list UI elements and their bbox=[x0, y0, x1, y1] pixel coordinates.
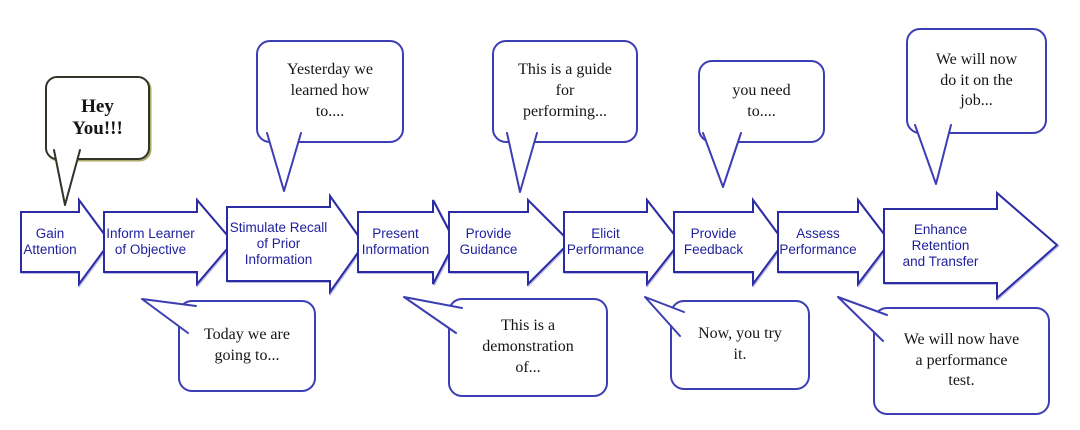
speech-bubble-demonstration: This is a demonstration of... bbox=[448, 298, 608, 397]
speech-bubble-on-the-job: We will now do it on the job... bbox=[906, 28, 1047, 134]
step-assess-performance: Assess Performance bbox=[779, 226, 857, 257]
step-provide-feedback: Provide Feedback bbox=[683, 226, 744, 257]
step-inform-learner: Inform Learner of Objective bbox=[106, 226, 195, 257]
step-provide-guidance: Provide Guidance bbox=[459, 226, 518, 257]
step-stimulate-recall: Stimulate Recall of Prior Information bbox=[229, 220, 328, 267]
speech-bubble-today: Today we are going to... bbox=[178, 300, 316, 392]
step-enhance-retention: Enhance Retention and Transfer bbox=[902, 222, 979, 269]
speech-bubble-hey-you: Hey You!!! bbox=[45, 76, 150, 160]
step-present-information: Present Information bbox=[361, 226, 430, 257]
speech-bubble-yesterday: Yesterday we learned how to.... bbox=[256, 40, 404, 143]
speech-bubble-guide: This is a guide for performing... bbox=[492, 40, 638, 143]
speech-bubble-performance-test: We will now have a performance test. bbox=[873, 307, 1050, 415]
speech-bubble-you-need-to: you need to.... bbox=[698, 60, 825, 143]
step-gain-attention: Gain Attention bbox=[23, 226, 77, 257]
speech-bubble-you-try-it: Now, you try it. bbox=[670, 300, 810, 390]
step-elicit-performance: Elicit Performance bbox=[566, 226, 645, 257]
